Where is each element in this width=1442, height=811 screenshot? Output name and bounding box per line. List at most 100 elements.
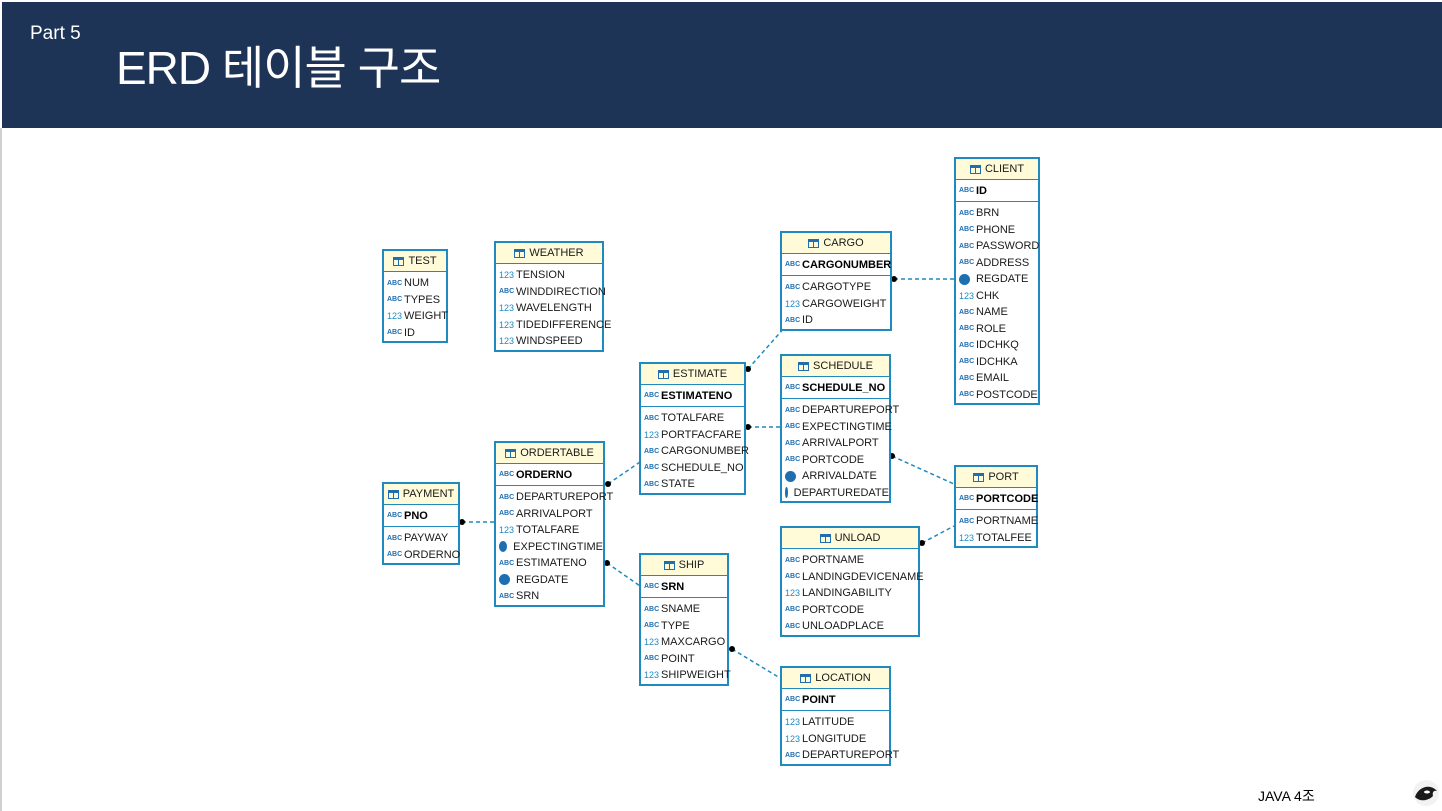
text-type-icon: ABC <box>959 325 975 333</box>
table-icon <box>819 533 831 543</box>
column-name: ARRIVALDATE <box>802 470 877 483</box>
column-name: ORDERNO <box>404 548 461 561</box>
text-type-icon: ABC <box>785 751 801 759</box>
text-type-icon: ABC <box>785 423 801 431</box>
primary-key-name: PORTCODE <box>976 492 1039 505</box>
table-header: SHIP <box>641 555 727 576</box>
column-name: BRN <box>976 207 1000 220</box>
number-type-icon: 123 <box>499 270 515 281</box>
text-type-icon: ABC <box>785 316 801 324</box>
rel-cargo-client-dot <box>891 276 897 282</box>
table-icon <box>663 560 675 570</box>
column-name: ARRIVALPORT <box>516 507 593 520</box>
table-name: PORT <box>988 471 1019 483</box>
table-icon <box>387 489 399 499</box>
text-type-icon: ABC <box>644 480 660 488</box>
column-name: DEPARTUREPORT <box>802 404 900 417</box>
column-name: SRN <box>516 590 540 603</box>
rel-ship-location <box>731 648 781 679</box>
clock-icon <box>959 273 970 285</box>
rel-estimate-schedule-dot <box>745 424 751 430</box>
table-header: SCHEDULE <box>782 356 889 377</box>
column-name: TENSION <box>516 269 565 282</box>
text-type-icon: ABC <box>387 279 403 287</box>
text-type-icon: ABC <box>959 517 975 525</box>
column-name: LANDINGABILITY <box>802 587 892 600</box>
table-name: ORDERTABLE <box>520 447 594 459</box>
number-type-icon: 123 <box>785 588 801 599</box>
column-name: REGDATE <box>976 273 1029 286</box>
column-name: PASSWORD <box>976 240 1040 253</box>
column-name: ID <box>404 326 415 339</box>
team-label: JAVA 4조 <box>1258 788 1315 804</box>
table-icon <box>973 472 985 482</box>
clock-icon <box>785 470 796 482</box>
column-name: SCHEDULE_NO <box>661 461 744 474</box>
column-name: STATE <box>661 478 695 491</box>
column-name: TOTALFARE <box>661 412 725 425</box>
column-name: PAYWAY <box>404 532 449 545</box>
text-type-icon: ABC <box>785 622 801 630</box>
column-name: PORTNAME <box>976 515 1039 528</box>
text-type-icon: ABC <box>644 622 660 630</box>
number-type-icon: 123 <box>499 319 515 330</box>
text-type-icon: ABC <box>959 391 975 399</box>
number-type-icon: 123 <box>644 429 660 440</box>
key-type-icon: ABC <box>785 696 801 703</box>
rel-schedule-port <box>891 455 955 485</box>
text-type-icon: ABC <box>785 283 801 291</box>
table-name: TEST <box>408 255 437 267</box>
column-name: WEIGHT <box>404 310 448 323</box>
table-header: TEST <box>384 251 446 272</box>
number-type-icon: 123 <box>499 303 515 314</box>
table-name: CARGO <box>823 237 864 249</box>
column-name: DEPARTUREPORT <box>802 749 900 762</box>
column-name: POSTCODE <box>976 388 1038 401</box>
table-icon <box>969 164 981 174</box>
text-type-icon: ABC <box>959 374 975 382</box>
key-type-icon: ABC <box>785 261 801 268</box>
column-name: TIDEDIFFERENCE <box>516 318 612 331</box>
text-type-icon: ABC <box>499 493 515 501</box>
column-name: WAVELENGTH <box>516 302 592 315</box>
number-type-icon: 123 <box>499 336 515 347</box>
table-header: LOCATION <box>782 668 889 689</box>
